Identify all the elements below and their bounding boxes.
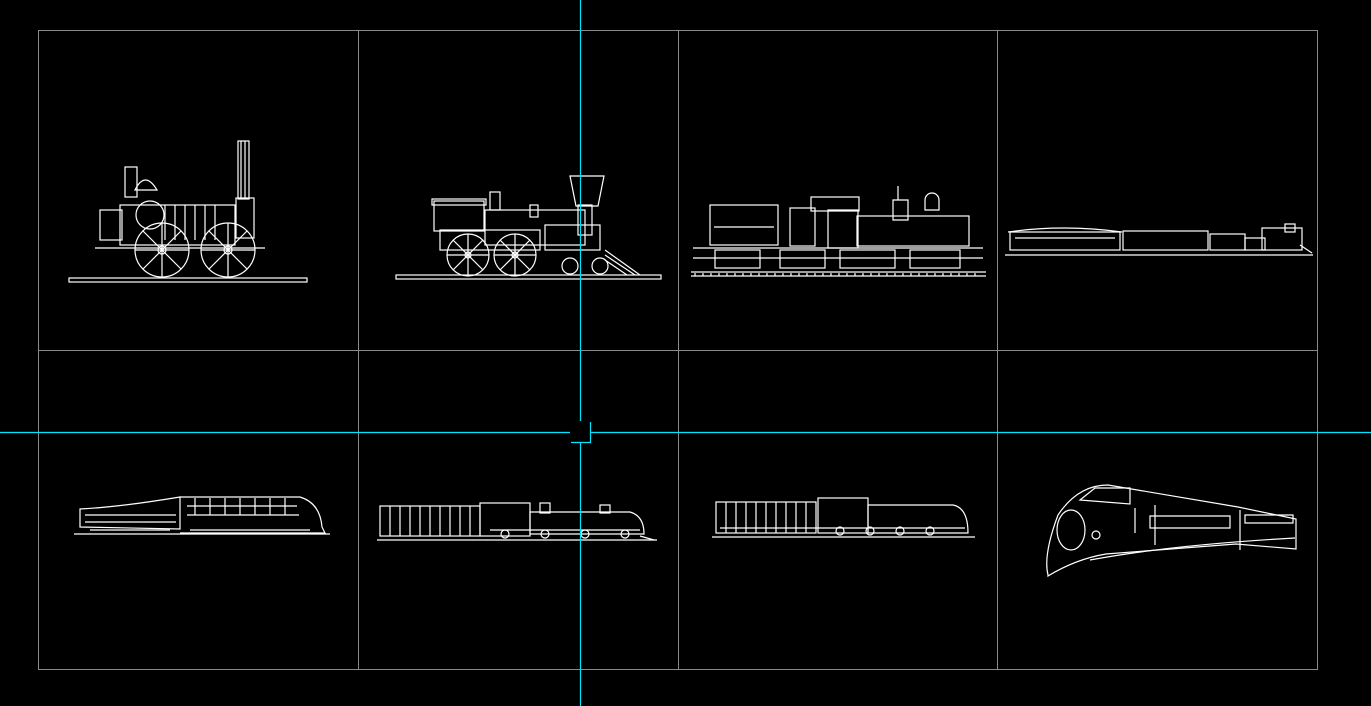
- pickbox-icon: [571, 422, 592, 444]
- articulated-steam-locomotive-icon[interactable]: [377, 502, 657, 541]
- passenger-train-consist-icon[interactable]: [1005, 223, 1313, 256]
- block-grid: [38, 30, 1318, 670]
- high-speed-bullet-train-icon[interactable]: [1046, 484, 1297, 578]
- early-steam-locomotive-icon[interactable]: [68, 140, 308, 283]
- big-boy-steam-locomotive-icon[interactable]: [712, 497, 975, 538]
- shay-logging-locomotive-icon[interactable]: [691, 186, 986, 277]
- streamlined-steam-locomotive-icon[interactable]: [74, 496, 330, 535]
- american-4-4-0-locomotive-icon[interactable]: [395, 175, 662, 280]
